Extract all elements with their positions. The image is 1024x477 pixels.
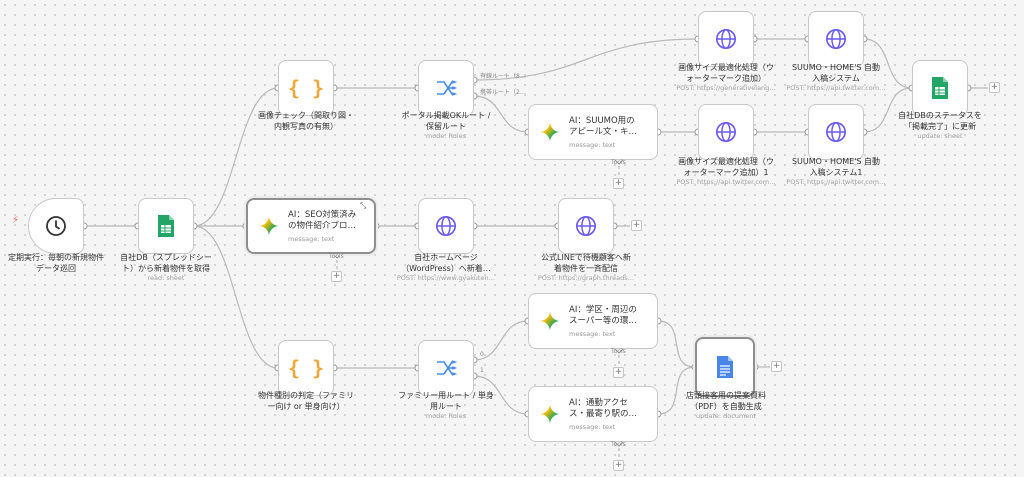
line-post-sub: POST: https://graph.threads… — [537, 274, 635, 282]
connection-line — [473, 375, 529, 415]
globe-icon — [826, 29, 846, 49]
globe-icon — [576, 216, 596, 236]
node-ai-commute[interactable]: AI：通勤アクセ ス・最寄り駅の… message: text — [528, 386, 658, 442]
pdf-document-sub: update: document — [696, 412, 756, 420]
family-route-label: ファミリー用ルート / 単身 用ルート — [398, 391, 494, 411]
family-route-out0-label: 0 — [480, 351, 484, 358]
node-image-optimize-1[interactable] — [698, 11, 754, 67]
node-pdf-document[interactable] — [695, 337, 755, 397]
sheet-read-sub: read: sheet — [147, 274, 185, 282]
globe-icon — [826, 122, 846, 142]
node-type-check[interactable]: { } — [278, 340, 334, 396]
gemini-icon — [258, 215, 280, 237]
image-optimize-1-label: 画像サイズ最適化処理（ウ ォーターマーク追加） — [678, 63, 774, 83]
ai-suumo-title: AI：SUUMO用の アピール文・キ… — [569, 115, 638, 137]
node-portal-route[interactable] — [418, 60, 474, 116]
globe-icon — [436, 216, 456, 236]
image-optimize-1-sub: POST: https://generativelang… — [676, 84, 776, 92]
image-optimize-2-sub: POST: https://api.twitter.com… — [676, 178, 776, 186]
type-check-label: 物件種別の判定（ファミリ ー向け or 単身向け） — [258, 391, 354, 411]
add-node-button[interactable]: + — [631, 220, 642, 231]
portal-route-out0-label: 有線ルート（8… — [480, 73, 526, 80]
gemini-icon — [539, 310, 561, 332]
suumo-post-2-label: SUUMO・HOME'S 自動 入稿システム1 — [791, 157, 881, 177]
node-sheet-read[interactable] — [138, 198, 194, 254]
node-suumo-post-2[interactable] — [808, 104, 864, 160]
sheet-read-label: 自社DB（スプレッドシー ト）から新着物件を取得 — [120, 253, 212, 273]
connection-line — [193, 87, 279, 227]
ai-seo-tools-label: Tools — [329, 253, 344, 260]
add-tool-button[interactable]: + — [613, 460, 624, 471]
gemini-icon — [539, 121, 561, 143]
portal-route-label: ポータル掲載OKルート / 保留ルート — [401, 111, 491, 131]
image-optimize-2-label: 画像サイズ最適化処理（ウ ォーターマーク追加）1 — [678, 157, 774, 177]
ai-school-tools-label: Tools — [611, 348, 626, 355]
sheet-update-sub: update: sheet — [917, 132, 963, 140]
connection-line — [657, 320, 696, 368]
add-tool-button[interactable]: + — [613, 178, 624, 189]
connection-line — [863, 38, 913, 89]
globe-icon — [716, 122, 736, 142]
code-braces-icon: { } — [287, 356, 325, 380]
ai-school-title: AI：学区・周辺の スーパー等の環… — [569, 304, 637, 326]
wordpress-post-sub: POST: https://www.gyakuten… — [396, 274, 496, 282]
image-check-label: 画像チェック（間取り図・ 内観写真の有無） — [258, 111, 354, 131]
add-node-button[interactable]: + — [771, 361, 782, 372]
ai-seo-title: AI：SEO対策済み の物件紹介ブロ… — [288, 209, 357, 231]
ai-suumo-sub: message: text — [569, 140, 616, 149]
connection-line — [473, 320, 529, 361]
node-sheet-update[interactable] — [912, 60, 968, 116]
node-line-post[interactable] — [558, 198, 614, 254]
ai-school-sub: message: text — [569, 329, 616, 338]
ai-suumo-tools-label: Tools — [611, 159, 626, 166]
node-wordpress-post[interactable] — [418, 198, 474, 254]
globe-icon — [716, 29, 736, 49]
portal-route-out1-label: 携帯ルート（2… — [480, 89, 526, 96]
connection-line — [657, 366, 696, 415]
ai-commute-tools-label: Tools — [611, 441, 626, 448]
node-ai-school[interactable]: AI：学区・周辺の スーパー等の環… message: text — [528, 293, 658, 349]
add-tool-button[interactable]: + — [331, 271, 342, 282]
gemini-icon — [539, 403, 561, 425]
connection-line — [193, 225, 279, 369]
node-suumo-post-1[interactable] — [808, 11, 864, 67]
expand-icon[interactable]: ⤡ — [360, 201, 367, 210]
suumo-post-1-sub: POST: https://api.twitter.com… — [786, 84, 886, 92]
family-route-sub: mode: Rules — [425, 412, 467, 420]
suumo-post-2-sub: POST: https://api.twitter.com… — [786, 178, 886, 186]
node-family-route[interactable] — [418, 340, 474, 396]
line-post-label: 公式LINEで待機顧客へ新 着物件を一斉配信 — [541, 253, 631, 273]
google-sheets-icon — [158, 215, 174, 237]
wordpress-post-label: 自社ホームページ （WordPress）へ新着… — [401, 253, 491, 273]
clock-icon — [46, 216, 66, 236]
switch-icon — [437, 360, 457, 376]
google-docs-icon — [717, 356, 733, 378]
trigger-label: 定期実行：毎朝の新規物件 データ巡回 — [8, 253, 104, 273]
add-tool-button[interactable]: + — [613, 367, 624, 378]
node-ai-seo[interactable]: AI：SEO対策済み の物件紹介ブロ… message: text — [246, 198, 376, 254]
pdf-document-label: 店頭接客用の提案資料 （PDF）を自動生成 — [686, 391, 766, 411]
connection-line — [863, 87, 913, 133]
connection-line — [473, 38, 699, 81]
switch-icon — [437, 80, 457, 96]
google-sheets-icon — [932, 77, 948, 99]
node-image-optimize-2[interactable] — [698, 104, 754, 160]
ai-commute-sub: message: text — [569, 422, 616, 431]
node-schedule-trigger[interactable] — [28, 198, 84, 254]
ai-commute-title: AI：通勤アクセ ス・最寄り駅の… — [569, 397, 638, 419]
connection-line — [473, 95, 529, 133]
suumo-post-1-label: SUUMO・HOME'S 自動 入稿システム — [791, 63, 881, 83]
code-braces-icon: { } — [287, 76, 325, 100]
add-node-button[interactable]: + — [989, 82, 1000, 93]
node-ai-suumo[interactable]: AI：SUUMO用の アピール文・キ… message: text — [528, 104, 658, 160]
ai-seo-sub: message: text — [288, 234, 335, 243]
family-route-out1-label: 1 — [480, 367, 484, 374]
trigger-bolt-icon: ⚡ — [12, 215, 20, 226]
sheet-update-label: 自社DBのステータスを 「掲載完了」に更新 — [898, 111, 982, 131]
node-image-check[interactable]: { } — [278, 60, 334, 116]
portal-route-sub: mode: Rules — [425, 132, 467, 140]
